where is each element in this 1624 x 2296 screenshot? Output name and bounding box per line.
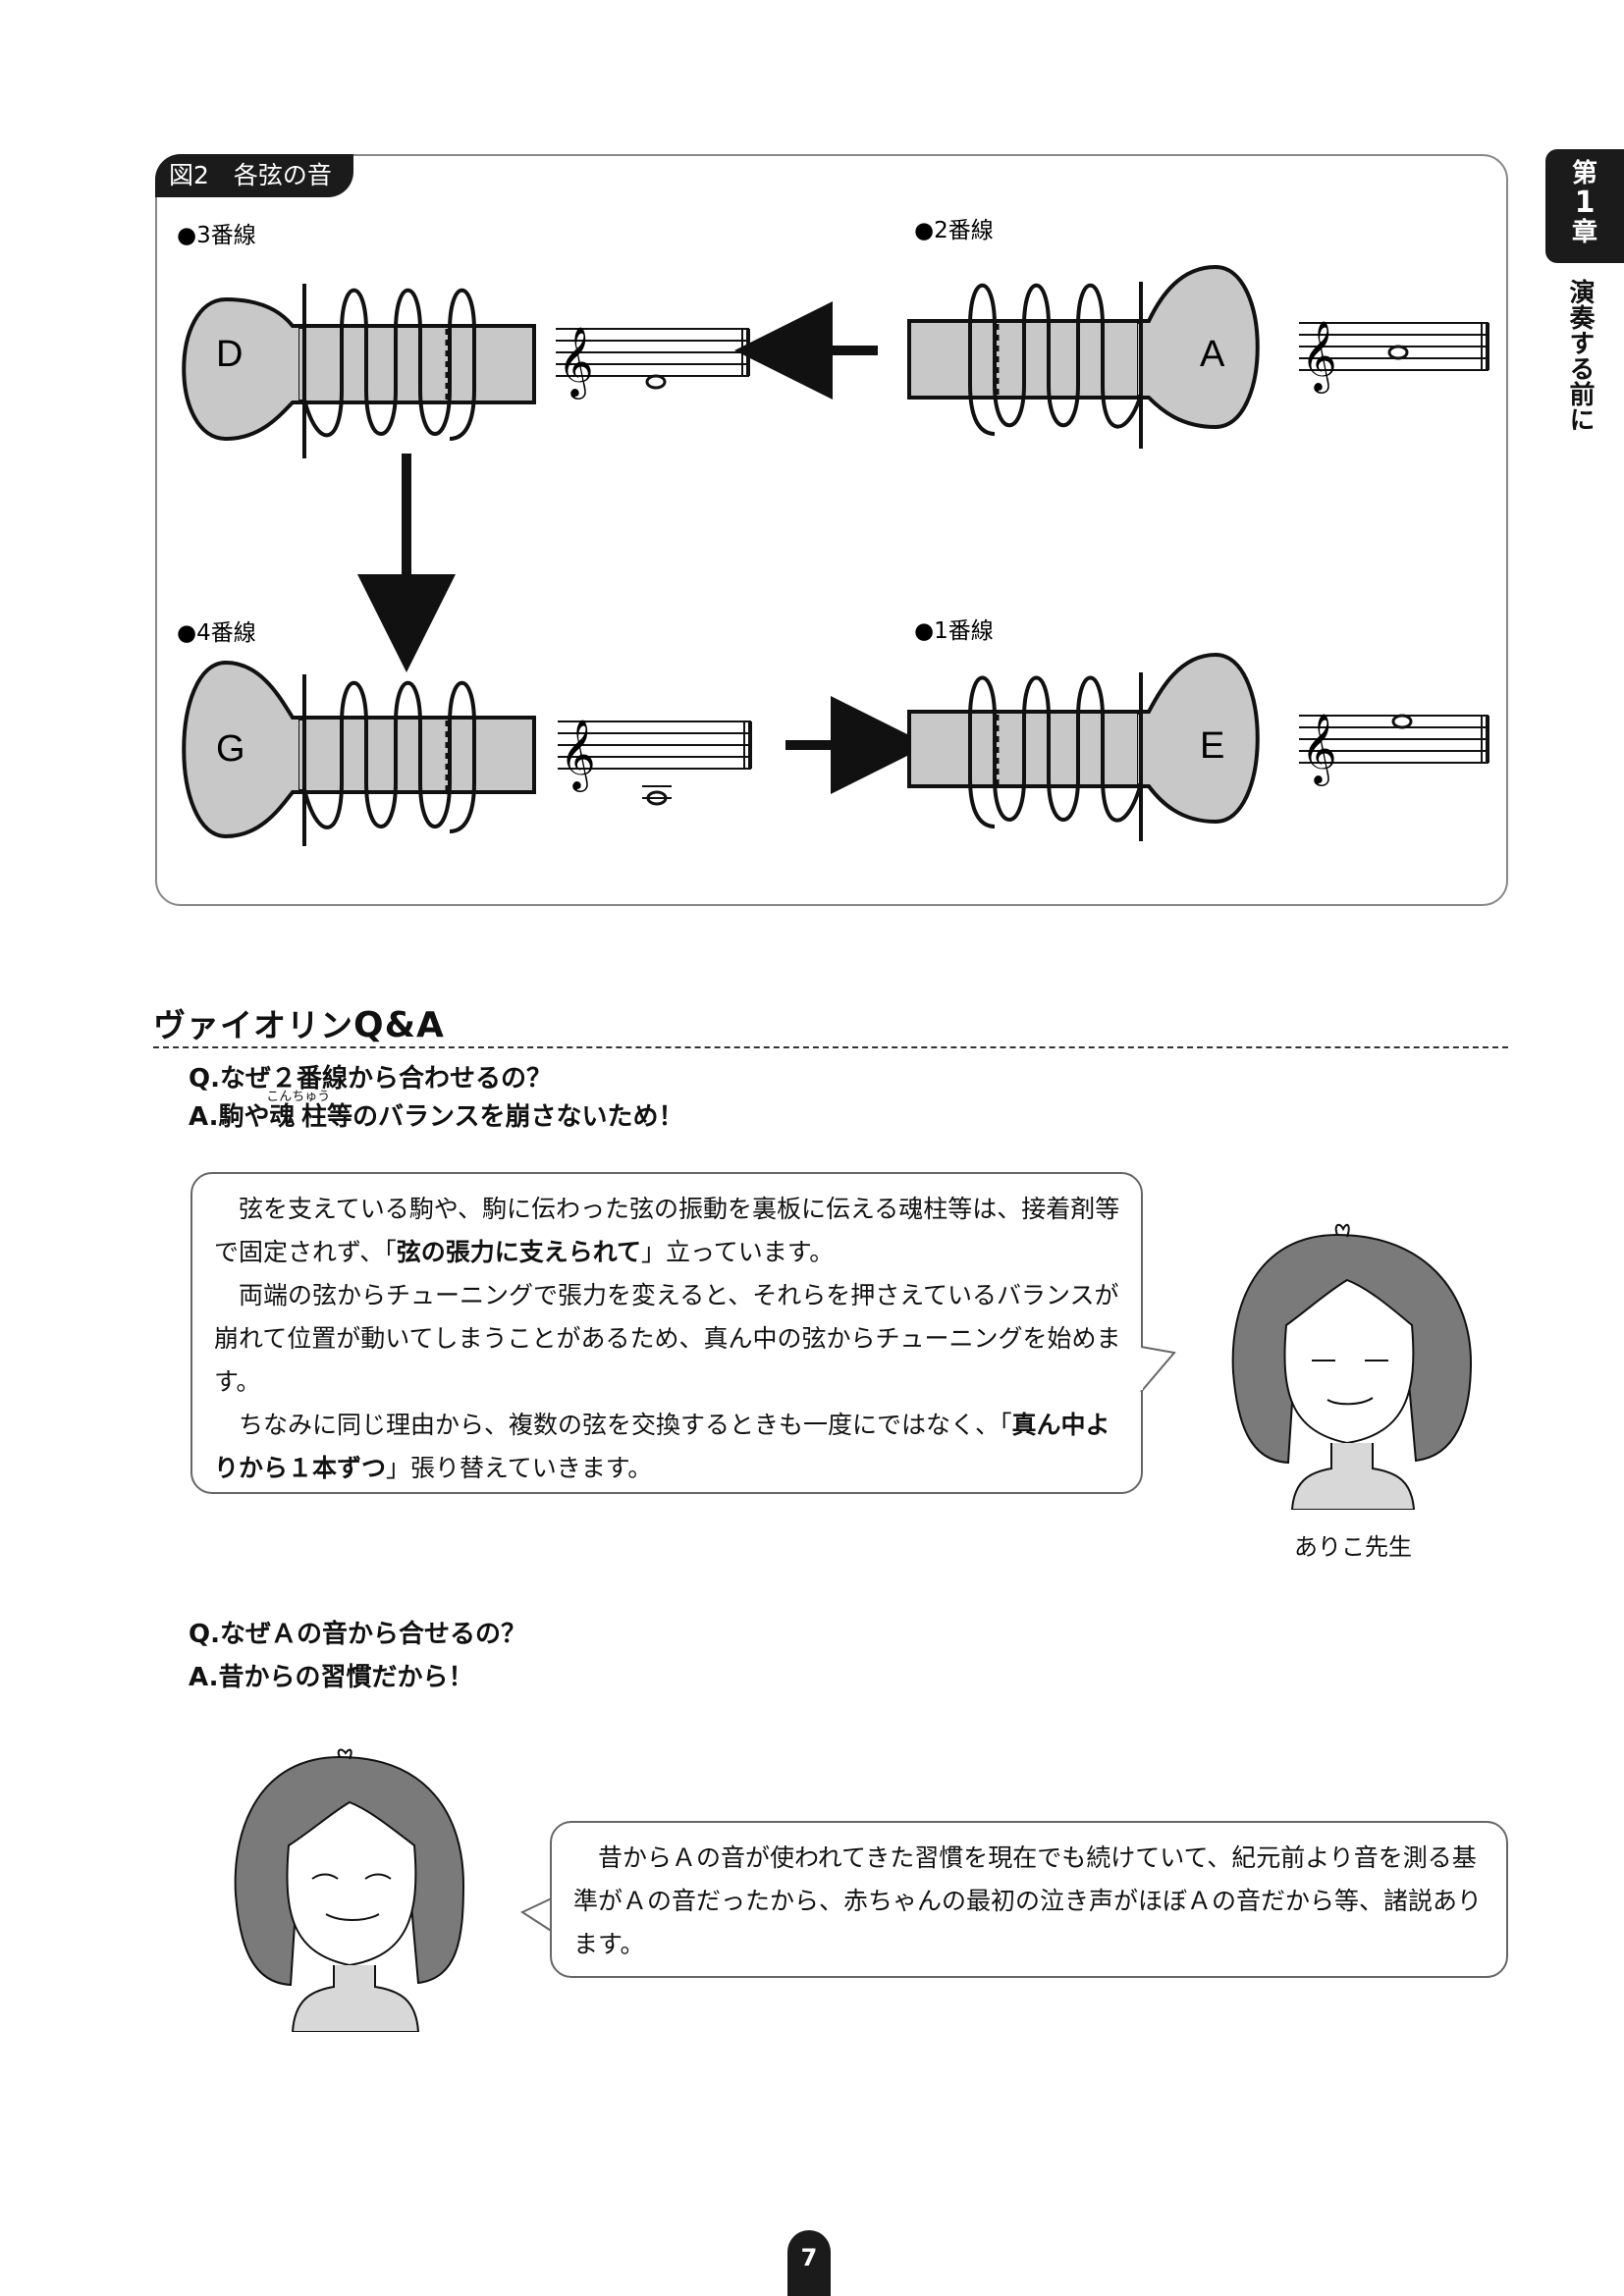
bubble-1-text: ちなみに同じ理由から、複数の弦を交換するときも一度にではなく、「 [239, 1411, 1012, 1439]
peg-d [182, 284, 536, 458]
treble-clef-icon: 𝄞 [1301, 319, 1337, 394]
speech-bubble-1: 弦を支えている駒や、駒に伝わった弦の振動を裏板に伝える魂柱等は、接着剤等で固定さ… [190, 1172, 1143, 1494]
qa-section-title: ヴァイオリンQ&A [153, 999, 445, 1046]
treble-clef-icon: 𝄞 [560, 718, 596, 792]
note-e [1391, 714, 1413, 729]
character-caption: ありこ先生 [1294, 1533, 1412, 1561]
note-a [1387, 345, 1409, 360]
bubble-1-bold: 真ん中よりから１本ずつ [214, 1411, 1110, 1482]
qa-title-strong: Q&A [353, 1005, 445, 1045]
answer-1-suffix: 等のバランスを崩さないため！ [327, 1102, 684, 1132]
peg-letter-e: E [1200, 725, 1224, 767]
teacher-illustration [1231, 1223, 1473, 1510]
peg-g [182, 660, 536, 846]
qa-divider [153, 1046, 1508, 1048]
string-label-4: ●4番線 [177, 620, 256, 646]
bubble-1-text: 」立っています。 [641, 1238, 835, 1266]
staff-e: 𝄞 [1299, 712, 1489, 786]
ruby-base: 魂柱 [266, 1102, 331, 1132]
page-number: 7 [787, 2230, 831, 2296]
chapter-side-title: 演奏する前に [1565, 279, 1595, 432]
treble-clef-icon: 𝄞 [558, 325, 594, 400]
string-label-2: ●2番線 [914, 218, 994, 243]
answer-1: A.駒や魂柱こんちゅう等のバランスを崩さないため！ [189, 1090, 683, 1133]
staff-g: 𝄞 [558, 718, 752, 806]
answer-1-ruby: 魂柱こんちゅう [266, 1090, 331, 1132]
string-label-1: ●1番線 [914, 618, 994, 644]
figure-box [155, 154, 1508, 906]
chapter-tab-suffix: 章 [1571, 218, 1597, 247]
chapter-tab-number: 1 [1574, 186, 1596, 220]
ruby-text: こんちゅう [266, 1090, 331, 1104]
figure-label: 図2 各弦の音 [155, 154, 353, 197]
bubble-1-paragraph-1: 弦を支えている駒や、駒に伝わった弦の振動を裏板に伝える魂柱等は、接着剤等で固定さ… [214, 1188, 1121, 1274]
peg-e [907, 652, 1260, 841]
chapter-tab-label: 第 [1571, 159, 1597, 188]
bubble-1-bold: 弦の張力に支えられて [396, 1238, 642, 1266]
peg-a [907, 264, 1260, 449]
peg-letter-g: G [216, 728, 245, 770]
string-diagram: ●3番線 D 𝄞 ●2番線 A [177, 218, 1489, 846]
question-2: Q.なぜＡの音から合せるの？ [189, 1620, 526, 1649]
string-label-3: ●3番線 [177, 223, 256, 248]
staff-d: 𝄞 [556, 325, 750, 400]
answer-1-prefix: A.駒や [189, 1102, 270, 1132]
chapter-tab: 第 1 章 [1545, 149, 1624, 263]
question-1: Q.なぜ２番線から合わせるの？ [189, 1064, 552, 1094]
qa-title-prefix: ヴァイオリン [153, 1006, 353, 1044]
peg-letter-a: A [1200, 334, 1225, 375]
treble-clef-icon: 𝄞 [1301, 712, 1337, 786]
answer-2: A.昔からの習慣だから！ [189, 1663, 474, 1692]
peg-letter-d: D [216, 334, 243, 375]
bubble-1-tail [1139, 1346, 1176, 1393]
bubble-1-text: 弦を支えている駒や、駒に伝わった弦の振動を裏板に伝える魂柱等は、接着剤等で固定さ… [214, 1195, 1120, 1266]
bubble-1-paragraph-3: ちなみに同じ理由から、複数の弦を交換するときも一度にではなく、「真ん中よりから１… [214, 1404, 1121, 1490]
speech-bubble-2: 昔からＡの音が使われてきた習慣を現在でも続けていて、紀元前より音を測る基準がＡの… [550, 1821, 1508, 1978]
teacher-illustration [234, 1748, 465, 2032]
bubble-2-paragraph-1: 昔からＡの音が使われてきた習慣を現在でも続けていて、紀元前より音を測る基準がＡの… [573, 1843, 1483, 1958]
note-d [645, 374, 667, 390]
note-g [646, 790, 668, 806]
bubble-1-text: 」張り替えていきます。 [386, 1454, 653, 1482]
bubble-1-paragraph-2: 両端の弦からチューニングで張力を変えると、それらを押さえているバランスが崩れて位… [214, 1281, 1121, 1396]
staff-a: 𝄞 [1299, 319, 1489, 394]
